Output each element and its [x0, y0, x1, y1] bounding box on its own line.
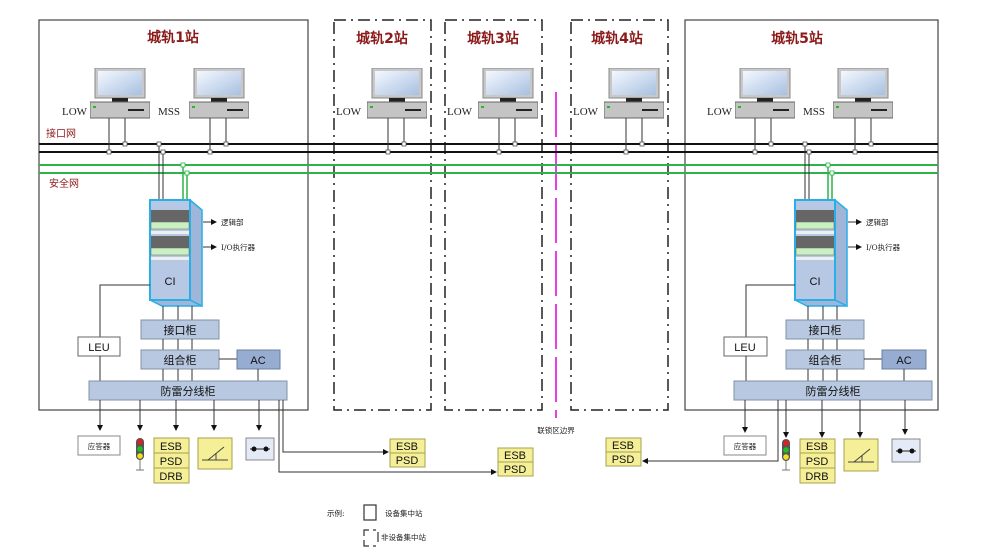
- esb-label: ESB: [160, 441, 182, 453]
- station-1-field-devices: 应答器 ESB PSD DRB: [77, 435, 275, 484]
- station-1-title: 城轨1站: [147, 29, 199, 46]
- interface-network: [39, 143, 938, 153]
- legend-solid-label: 设备集中站: [385, 508, 423, 518]
- transponder-label: 应答器: [88, 441, 111, 451]
- esb-label: ESB: [806, 441, 828, 453]
- drb-label: DRB: [805, 471, 828, 483]
- transponder-label: 应答器: [734, 441, 757, 451]
- station-2-low-label: LOW: [336, 106, 362, 118]
- interface-cabinet: [140, 319, 220, 340]
- ac-label: AC: [896, 355, 911, 367]
- station-5-mss-label: MSS: [803, 106, 825, 118]
- safety-network: [39, 164, 938, 174]
- legend-prefix: 示例:: [327, 508, 345, 518]
- psd-label: PSD: [396, 455, 419, 467]
- station-5-box: [684, 19, 939, 411]
- station-5-ci-label: CI: [810, 276, 821, 288]
- psd-label: PSD: [160, 456, 183, 468]
- psd-label: PSD: [504, 464, 527, 476]
- leu-label: LEU: [88, 342, 109, 354]
- network-junctions: [106, 141, 874, 155]
- station-5-low-label: LOW: [707, 106, 733, 118]
- io-label: I/O执行器: [866, 242, 901, 252]
- esb-label: ESB: [612, 440, 634, 452]
- station-2-title: 城轨2站: [356, 30, 408, 47]
- station-3-low-label: LOW: [447, 106, 473, 118]
- safety-network-label: 安全网: [49, 177, 79, 190]
- psd-label: PSD: [806, 456, 829, 468]
- combination-cabinet-label: 组合柜: [164, 353, 197, 367]
- legend-dashed-label: 非设备集中站: [381, 532, 426, 542]
- lightning-cabinet: [88, 380, 288, 401]
- station-3-box: [444, 19, 543, 411]
- switch-icon: [843, 438, 879, 472]
- logic-label: 逻辑部: [221, 217, 244, 227]
- lightning-cabinet: [733, 380, 933, 401]
- computers: LOW MSS LOW LOW LOW LOW MSS: [62, 68, 893, 152]
- psd-label: PSD: [612, 454, 635, 466]
- station-1-box: [38, 19, 309, 411]
- legend-dashed-box: [363, 529, 376, 547]
- interface-cabinet-label: 接口柜: [809, 324, 842, 337]
- interface-cabinet: [785, 319, 865, 340]
- station-1-low-label: LOW: [62, 106, 88, 118]
- station-5-field-devices: 应答器 ESB PSD DRB: [723, 435, 921, 484]
- interface-cabinet-label: 接口柜: [164, 324, 197, 337]
- station-3-title: 城轨3站: [467, 30, 519, 47]
- station-1-equipment: CI 逻辑部 I/O执行器 接口柜 组合柜 AC LEU 防雷分线柜: [77, 141, 497, 475]
- io-label: I/O执行器: [221, 242, 256, 252]
- station-4-low-label: LOW: [573, 106, 599, 118]
- combination-cabinet-label: 组合柜: [809, 353, 842, 367]
- station-4-title: 城轨4站: [591, 30, 643, 47]
- station-1-mss-label: MSS: [158, 106, 180, 118]
- lightning-cabinet-label: 防雷分线柜: [806, 384, 861, 398]
- esb-label: ESB: [504, 450, 526, 462]
- remote-esb-psd: ESB PSD ESB PSD ESB PSD: [389, 437, 642, 477]
- leu-label: LEU: [734, 342, 755, 354]
- ac-label: AC: [250, 355, 265, 367]
- station-5-title: 城轨5站: [771, 30, 823, 47]
- switch-icon: [197, 437, 233, 470]
- legend: 示例: 设备集中站 非设备集中站: [327, 504, 426, 547]
- boundary-label: 联锁区边界: [537, 425, 575, 435]
- logic-label: 逻辑部: [866, 217, 889, 227]
- station-2-box: [333, 19, 432, 411]
- interface-network-label: 接口网: [46, 127, 76, 140]
- station-4-box: [570, 19, 669, 411]
- station-1-ci-label: CI: [165, 276, 176, 288]
- legend-solid-box: [363, 504, 377, 521]
- lightning-cabinet-label: 防雷分线柜: [161, 384, 216, 398]
- station-5-equipment: CI 逻辑部 I/O执行器 接口柜 组合柜 AC LEU 防雷分线柜: [642, 141, 933, 464]
- drb-label: DRB: [159, 471, 182, 483]
- leu-box: [77, 336, 121, 357]
- esb-label: ESB: [396, 441, 418, 453]
